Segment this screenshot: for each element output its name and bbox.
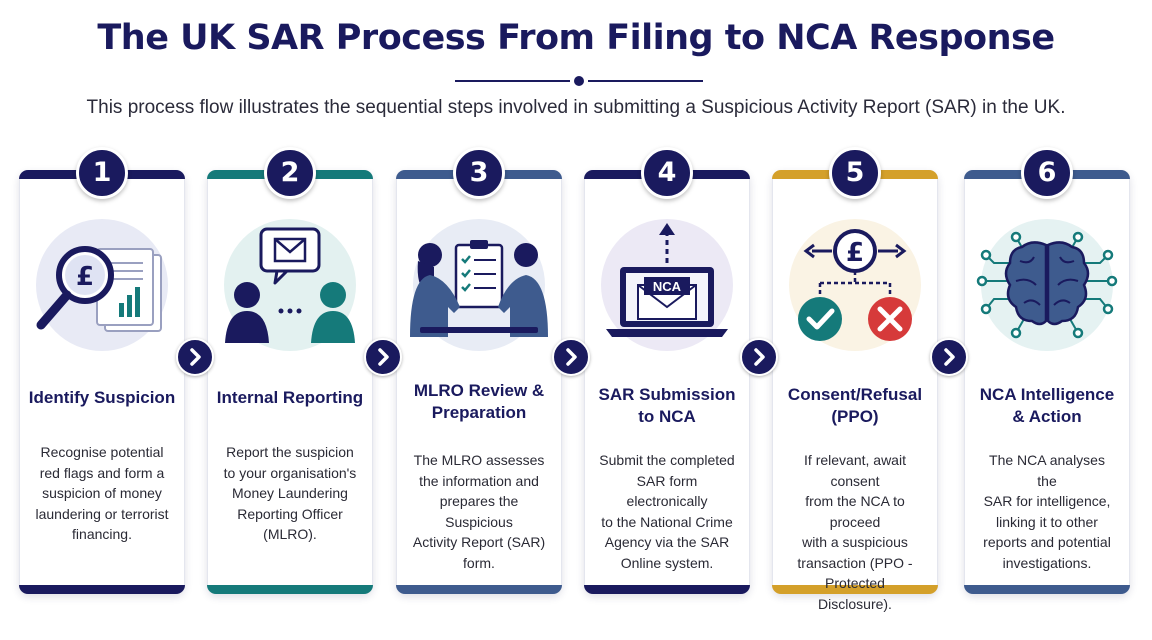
step-title: NCA Intelligence & Action	[979, 385, 1115, 426]
pound-consent-refusal-icon: £	[789, 219, 921, 351]
step-title: Identify Suspicion	[28, 388, 176, 407]
step-description: Report the suspicion to your organisatio…	[223, 444, 357, 542]
step-title: Internal Reporting	[216, 388, 364, 407]
step-description: The NCA analyses the SAR for intelligenc…	[983, 452, 1111, 571]
svg-text:£: £	[76, 262, 94, 292]
brain-network-icon	[976, 219, 1118, 351]
step-description: Submit the completed SAR form electronic…	[599, 452, 735, 571]
two-people-checklist-icon	[410, 219, 548, 351]
step-description: Recognise potential red flags and form a…	[35, 444, 169, 542]
page-subtitle: This process flow illustrates the sequen…	[86, 97, 1066, 118]
chevron-right-icon	[176, 338, 214, 376]
chevron-right-icon	[930, 338, 968, 376]
step-number-badge: 3	[453, 147, 505, 199]
step-card-5: 5 £ Consent/Refusal (PPO) If relevant, a…	[772, 147, 938, 612]
laptop-envelope-upload-icon: NCA	[601, 219, 733, 351]
step-card-2: 2 Internal Reporting Report the suspicio…	[207, 147, 373, 594]
step-number-badge: 6	[1021, 147, 1073, 199]
step-description: The MLRO assesses the information and pr…	[412, 452, 546, 571]
two-people-message-icon	[224, 219, 356, 351]
step-number-badge: 1	[76, 147, 128, 199]
step-number-badge: 4	[641, 147, 693, 199]
chevron-right-icon	[740, 338, 778, 376]
step-title: MLRO Review & Preparation	[413, 381, 545, 422]
page-title: The UK SAR Process From Filing to NCA Re…	[97, 18, 1055, 58]
step-card-4: 4 NCA SAR Submission to NCA Submit the c…	[584, 147, 750, 594]
svg-text:£: £	[846, 238, 864, 268]
step-title: SAR Submission to NCA	[598, 385, 736, 426]
step-number-badge: 2	[264, 147, 316, 199]
step-description: If relevant, await consent from the NCA …	[797, 452, 913, 612]
chevron-right-icon	[552, 338, 590, 376]
title-divider	[455, 74, 703, 88]
step-title: Consent/Refusal (PPO)	[787, 385, 923, 426]
step-card-6: 6 NCA Intelligence & Action The NCA anal…	[964, 147, 1130, 594]
magnifier-pound-document-icon: £	[36, 219, 168, 351]
chevron-right-icon	[364, 338, 402, 376]
step-number-badge: 5	[829, 147, 881, 199]
step-card-1: 1 £ Identify Suspicion Recognise potenti…	[19, 147, 185, 594]
envelope-label: NCA	[653, 279, 682, 294]
step-card-3: 3 MLRO Review & Preparation The MLRO ass…	[396, 147, 562, 594]
